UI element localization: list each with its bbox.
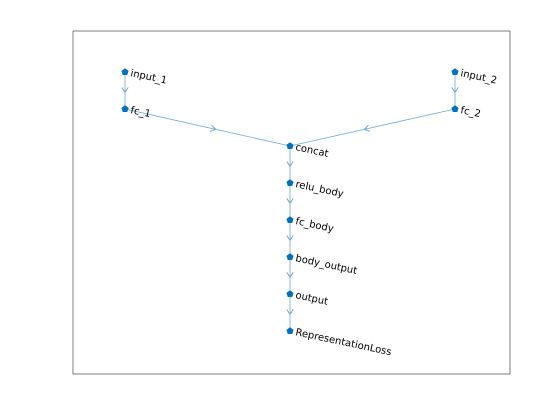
arrowhead-body_output-to-output [286,272,294,279]
arrowhead-relu_body-to-fc_body [286,198,294,205]
edge-fc_2-to-concat [289,108,456,147]
node-fc_body [286,216,294,224]
arrowhead-concat-to-relu_body [286,161,294,168]
node-input_2 [451,68,459,76]
arrowhead-fc_body-to-body_output [286,235,294,242]
node-body_output [286,253,294,261]
node-concat [286,142,294,150]
node-fc_2 [451,105,459,113]
nodes-layer [121,68,459,335]
node-relu_body [286,179,294,187]
edges-layer [121,72,459,331]
node-fc_1 [121,105,129,113]
node-label-fc_2: fc_2 [459,105,481,120]
edge-fc_1-to-concat [124,108,291,147]
axes-box [72,30,511,375]
node-RepresentationLoss [286,327,294,335]
arrowhead-fc_1-to-concat [210,124,217,132]
arrowhead-input_2-to-fc_2 [451,87,459,94]
node-label-fc_1: fc_1 [129,105,151,120]
arrowhead-fc_2-to-concat [363,124,370,132]
node-output [286,290,294,298]
arrowhead-input_1-to-fc_1 [121,87,129,94]
node-input_1 [121,68,129,76]
arrowhead-output-to-RepresentationLoss [286,309,294,316]
